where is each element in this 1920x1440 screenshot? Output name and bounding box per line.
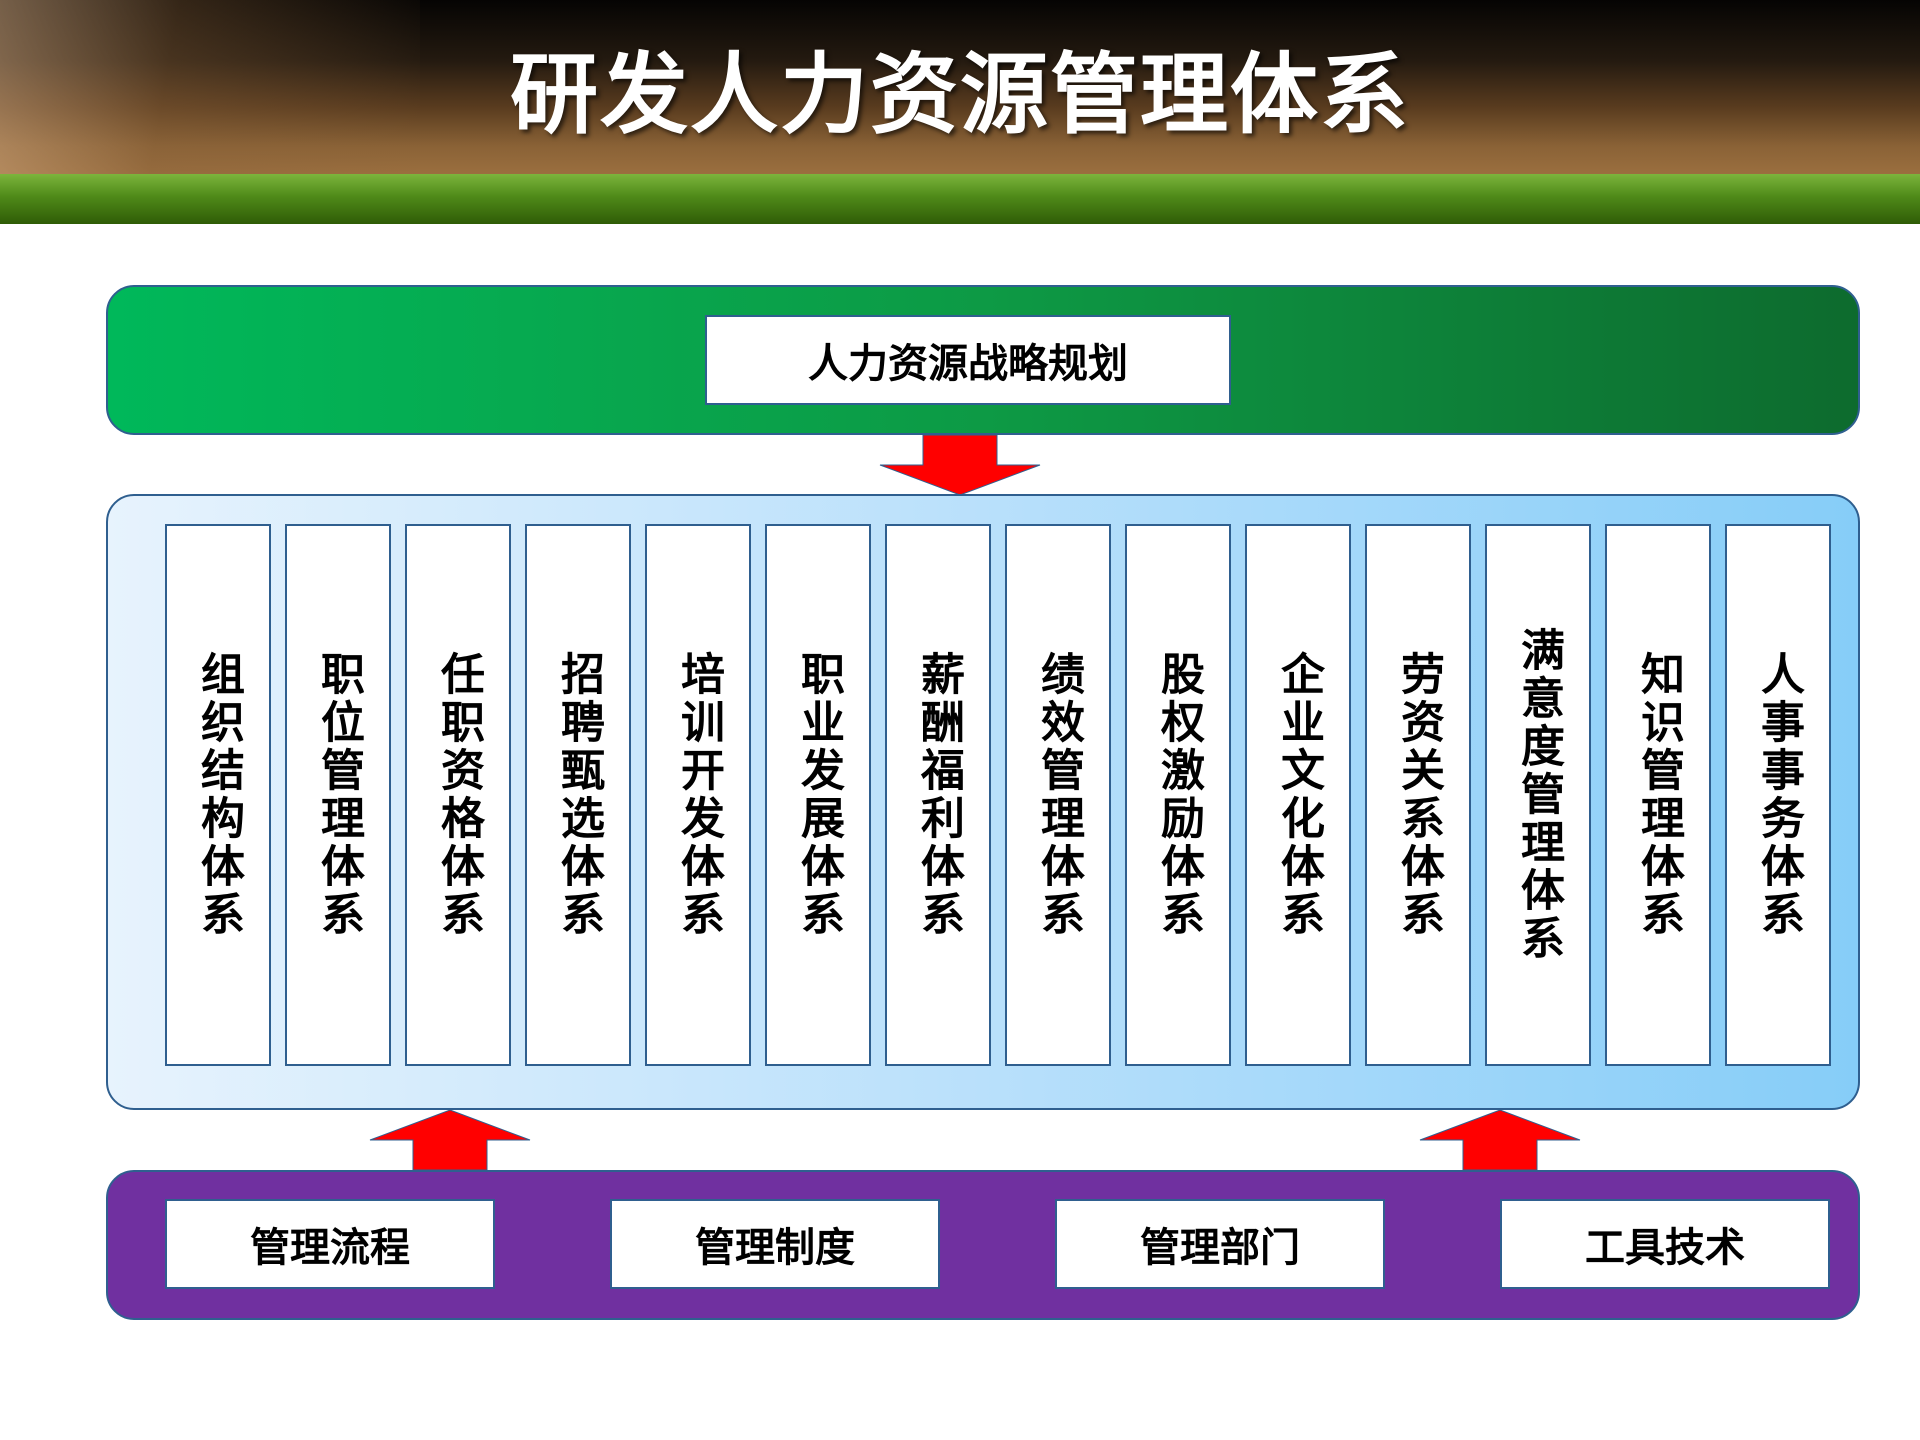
system-label: 劳资关系体系 — [1393, 651, 1444, 939]
header-green-stripe — [0, 174, 1920, 224]
strategy-box: 人力资源战略规划 — [705, 315, 1231, 405]
system-label: 企业文化体系 — [1273, 651, 1324, 939]
system-column: 股权激励体系 — [1125, 524, 1231, 1066]
foundation-box: 工具技术 — [1500, 1199, 1830, 1289]
system-column: 知识管理体系 — [1605, 524, 1711, 1066]
foundation-box: 管理流程 — [165, 1199, 495, 1289]
system-label: 职业发展体系 — [793, 651, 844, 939]
system-label: 招聘甄选体系 — [553, 651, 604, 939]
system-column: 绩效管理体系 — [1005, 524, 1111, 1066]
system-label: 人事事务体系 — [1753, 651, 1804, 939]
system-label: 职位管理体系 — [313, 651, 364, 939]
foundation-box: 管理制度 — [610, 1199, 940, 1289]
foundation-box: 管理部门 — [1055, 1199, 1385, 1289]
system-label: 绩效管理体系 — [1033, 651, 1084, 939]
header-banner: 研发人力资源管理体系 — [0, 0, 1920, 174]
system-column: 薪酬福利体系 — [885, 524, 991, 1066]
system-column: 职位管理体系 — [285, 524, 391, 1066]
system-label: 培训开发体系 — [673, 651, 724, 939]
system-column: 满意度管理体系 — [1485, 524, 1591, 1066]
system-column: 培训开发体系 — [645, 524, 751, 1066]
up-arrow-left — [369, 1109, 531, 1171]
header-photo-hand-pen — [0, 0, 420, 174]
system-label: 组织结构体系 — [193, 651, 244, 939]
system-label: 知识管理体系 — [1633, 651, 1684, 939]
system-column: 组织结构体系 — [165, 524, 271, 1066]
system-column: 任职资格体系 — [405, 524, 511, 1066]
system-column: 职业发展体系 — [765, 524, 871, 1066]
down-arrow — [879, 434, 1041, 496]
system-label: 满意度管理体系 — [1513, 627, 1564, 963]
system-column: 招聘甄选体系 — [525, 524, 631, 1066]
system-column: 企业文化体系 — [1245, 524, 1351, 1066]
page-title: 研发人力资源管理体系 — [509, 43, 1410, 146]
system-column: 劳资关系体系 — [1365, 524, 1471, 1066]
system-label: 任职资格体系 — [433, 651, 484, 939]
up-arrow-right — [1419, 1109, 1581, 1171]
system-label: 股权激励体系 — [1153, 651, 1204, 939]
system-label: 薪酬福利体系 — [913, 651, 964, 939]
system-column: 人事事务体系 — [1725, 524, 1831, 1066]
